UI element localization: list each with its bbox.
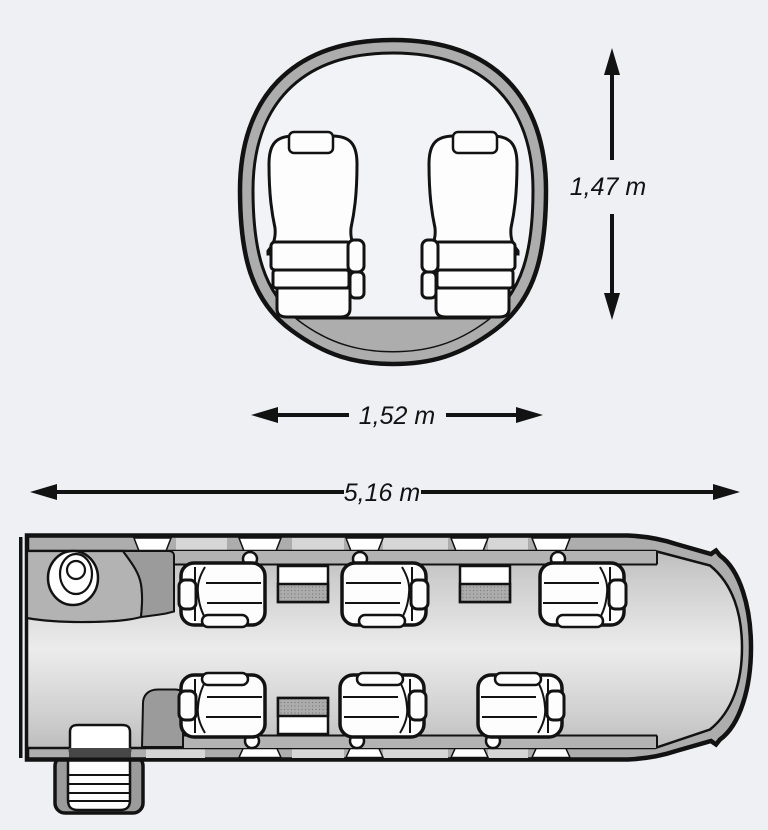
- cabin-seat-aft-facing: [177, 671, 267, 739]
- seat-headrest: [287, 130, 335, 155]
- toilet-bowl: [65, 559, 87, 581]
- cabin-windows-top: [132, 537, 572, 552]
- cross-section-view: 1,47 m 1,52 m: [237, 37, 646, 430]
- airstair: [53, 754, 145, 815]
- partition-wedge: [121, 550, 175, 619]
- door-sill: [69, 748, 131, 758]
- side-table: [276, 696, 330, 736]
- toilet-seat: [58, 552, 94, 596]
- lavatory: [25, 549, 175, 624]
- window-icon: [237, 537, 283, 552]
- side-table: [458, 564, 512, 604]
- fuselage-cut-line: [19, 537, 23, 758]
- cabin-seat-forward-facing: [538, 561, 628, 629]
- door-partition-wedge: [140, 688, 184, 748]
- seat-cushion-lower: [271, 268, 351, 290]
- skin-panel: [383, 747, 448, 758]
- side-tables: [276, 564, 512, 736]
- seat-armrest: [420, 238, 440, 274]
- window-icon: [132, 537, 173, 552]
- cabin-seat-forward-facing: [340, 561, 430, 629]
- seat-cushion: [433, 240, 517, 272]
- length-dimension-arrow: [30, 484, 740, 500]
- entry-door: [68, 688, 184, 758]
- arrow-left-icon: [30, 484, 57, 500]
- arrow-right-icon: [713, 484, 740, 500]
- seat-headrest: [451, 130, 499, 155]
- arrow-up-icon: [604, 48, 620, 75]
- airstair-step-lines: [68, 774, 130, 802]
- skin-panel: [488, 747, 528, 758]
- window-icon: [344, 537, 385, 552]
- side-table: [276, 564, 330, 604]
- length-dimension-label: 5,16 m: [344, 479, 420, 507]
- width-dimension-label: 1,52 m: [359, 402, 435, 430]
- seat-cushion: [269, 240, 353, 272]
- seat-armrest: [346, 238, 366, 274]
- arrow-right-icon: [516, 407, 543, 423]
- width-dimension-arrow: [251, 407, 543, 423]
- height-dimension-label: 1,47 m: [570, 173, 646, 201]
- seat-base: [434, 286, 511, 319]
- seat-cushion-lower: [435, 268, 515, 290]
- cabin-seat-forward-facing: [476, 671, 566, 739]
- skin-panel: [176, 538, 227, 551]
- seat-armrest-lower: [348, 270, 366, 300]
- window-icon: [530, 537, 572, 552]
- skin-panel: [292, 538, 344, 551]
- arrow-left-icon: [251, 407, 278, 423]
- window-icon: [449, 537, 490, 552]
- cabin-seat-aft-facing: [177, 561, 267, 629]
- floor-plan-view: 5,16 m: [19, 479, 754, 815]
- skin-panel: [292, 747, 344, 758]
- seat-base: [275, 286, 352, 319]
- skin-panel: [146, 747, 205, 758]
- door-panel: [68, 723, 132, 753]
- cabin-seat-forward-facing: [338, 671, 428, 739]
- cross-section-seat-right: [420, 130, 520, 319]
- cross-section-seat-left: [266, 130, 366, 319]
- skin-panel: [488, 538, 528, 551]
- arrow-down-icon: [604, 293, 620, 320]
- seat-armrest-lower: [420, 270, 438, 300]
- height-dimension-arrow: [604, 48, 620, 320]
- skin-panel: [383, 538, 448, 551]
